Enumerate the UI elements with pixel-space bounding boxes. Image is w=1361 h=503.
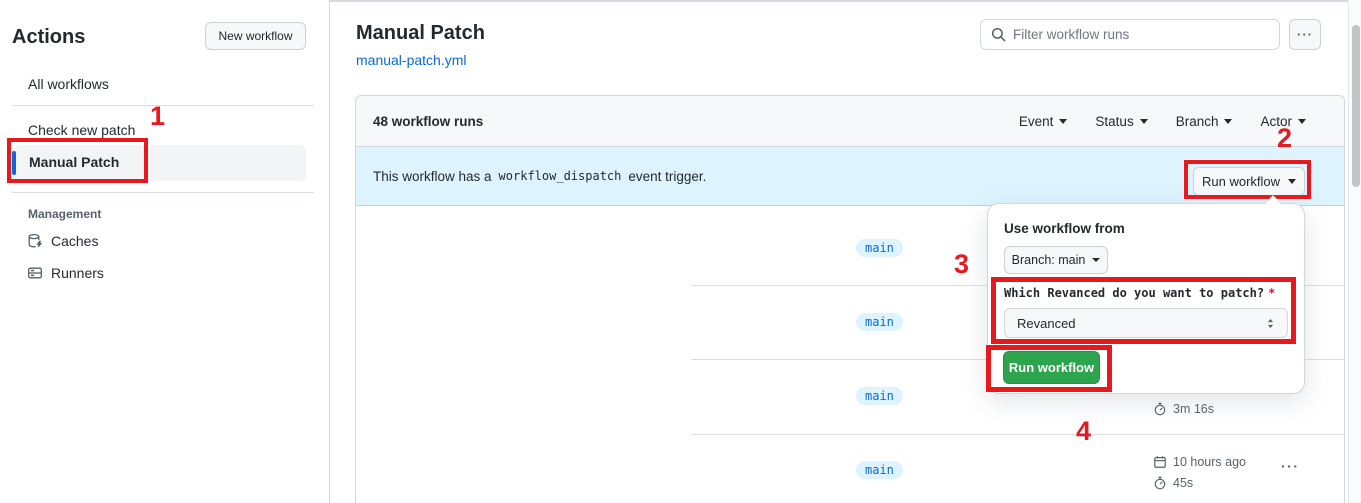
management-section-label: Management bbox=[28, 207, 102, 221]
branch-badge[interactable]: main bbox=[856, 461, 903, 479]
run-duration: 3m 16s bbox=[1153, 402, 1214, 416]
cache-icon bbox=[27, 233, 43, 249]
sidebar-divider bbox=[12, 192, 314, 193]
branch-badge[interactable]: main bbox=[856, 239, 903, 257]
filter-workflow-runs-input[interactable] bbox=[1013, 27, 1269, 42]
scrollbar-track[interactable] bbox=[1348, 0, 1361, 503]
filter-branch-dropdown[interactable]: Branch bbox=[1176, 114, 1233, 129]
banner-text: event trigger. bbox=[628, 168, 707, 184]
sidebar-divider bbox=[12, 105, 314, 106]
sidebar-item-runners-label: Runners bbox=[51, 265, 104, 281]
chevron-down-icon bbox=[1139, 118, 1148, 124]
workflow-run-row[interactable]: main bbox=[356, 207, 1344, 285]
run-duration: 45s bbox=[1153, 476, 1193, 490]
branch-selector-button[interactable]: Branch: main bbox=[1004, 246, 1108, 274]
chevron-down-icon bbox=[1298, 118, 1306, 124]
runs-list-header: 48 workflow runs Event Status Branch Act… bbox=[356, 96, 1344, 147]
runs-filters: Event Status Branch Actor bbox=[1019, 114, 1306, 129]
filter-actor-dropdown[interactable]: Actor bbox=[1260, 114, 1306, 129]
filter-workflow-runs-box bbox=[980, 19, 1280, 50]
filter-status-dropdown[interactable]: Status bbox=[1095, 114, 1148, 129]
revanced-select-value: Revanced bbox=[1017, 315, 1076, 331]
workflow-file-link[interactable]: manual-patch.yml bbox=[356, 52, 467, 68]
selected-item-indicator bbox=[12, 151, 16, 175]
revanced-select[interactable]: Revanced bbox=[1004, 308, 1288, 338]
workflow-run-row[interactable]: main 10 hours ago 45s ··· bbox=[356, 434, 1344, 503]
run-time-ago: 10 hours ago bbox=[1153, 455, 1246, 469]
sidebar-item-manual-patch-label[interactable]: Manual Patch bbox=[29, 154, 120, 170]
stopwatch-icon bbox=[1153, 476, 1167, 490]
banner-text: This workflow has a bbox=[373, 168, 492, 184]
required-asterisk: * bbox=[1268, 286, 1276, 300]
calendar-icon bbox=[1153, 455, 1167, 469]
run-kebab-menu[interactable]: ··· bbox=[1281, 458, 1300, 474]
scrollbar-thumb[interactable] bbox=[1351, 25, 1360, 187]
chevron-down-icon bbox=[1092, 258, 1101, 262]
sidebar-item-caches-label: Caches bbox=[51, 233, 99, 249]
new-workflow-button[interactable]: New workflow bbox=[205, 22, 306, 50]
filter-event-dropdown[interactable]: Event bbox=[1019, 114, 1068, 129]
run-workflow-popup: Use workflow from Branch: main Which Rev… bbox=[987, 195, 1305, 394]
workflow-input-label: Which Revanced do you want to patch?* bbox=[1004, 286, 1276, 300]
sidebar-item-check-new-patch[interactable]: Check new patch bbox=[28, 122, 136, 138]
workflow-more-options-button[interactable]: ··· bbox=[1289, 19, 1321, 50]
page-title: Manual Patch bbox=[356, 22, 485, 44]
run-workflow-dropdown-button[interactable]: Run workflow bbox=[1193, 167, 1305, 196]
sidebar-item-manual-patch[interactable] bbox=[13, 145, 306, 181]
banner-code: workflow_dispatch bbox=[498, 169, 622, 183]
up-down-arrows-icon bbox=[1264, 317, 1277, 330]
sidebar-item-all-workflows[interactable]: All workflows bbox=[28, 76, 109, 92]
run-workflow-submit-button[interactable]: Run workflow bbox=[1003, 351, 1100, 384]
chevron-down-icon bbox=[1059, 118, 1068, 124]
search-icon bbox=[991, 27, 1006, 42]
branch-badge[interactable]: main bbox=[856, 387, 903, 405]
chevron-down-icon bbox=[1288, 179, 1297, 184]
popup-title: Use workflow from bbox=[1004, 221, 1125, 236]
runners-icon bbox=[27, 265, 43, 281]
sidebar-title: Actions bbox=[12, 26, 86, 48]
workflow-runs-panel: 48 workflow runs Event Status Branch Act… bbox=[355, 95, 1345, 503]
stopwatch-icon bbox=[1153, 402, 1167, 416]
workflow-runs-count: 48 workflow runs bbox=[373, 113, 484, 129]
sidebar-item-caches[interactable]: Caches bbox=[27, 233, 98, 249]
workflow-dispatch-banner: This workflow has a workflow_dispatch ev… bbox=[356, 147, 1344, 206]
chevron-down-icon bbox=[1224, 118, 1233, 124]
sidebar-item-runners[interactable]: Runners bbox=[27, 265, 104, 281]
branch-badge[interactable]: main bbox=[856, 313, 903, 331]
page-top-border bbox=[0, 0, 1361, 2]
actions-sidebar: Actions New workflow All workflows Check… bbox=[0, 0, 330, 503]
